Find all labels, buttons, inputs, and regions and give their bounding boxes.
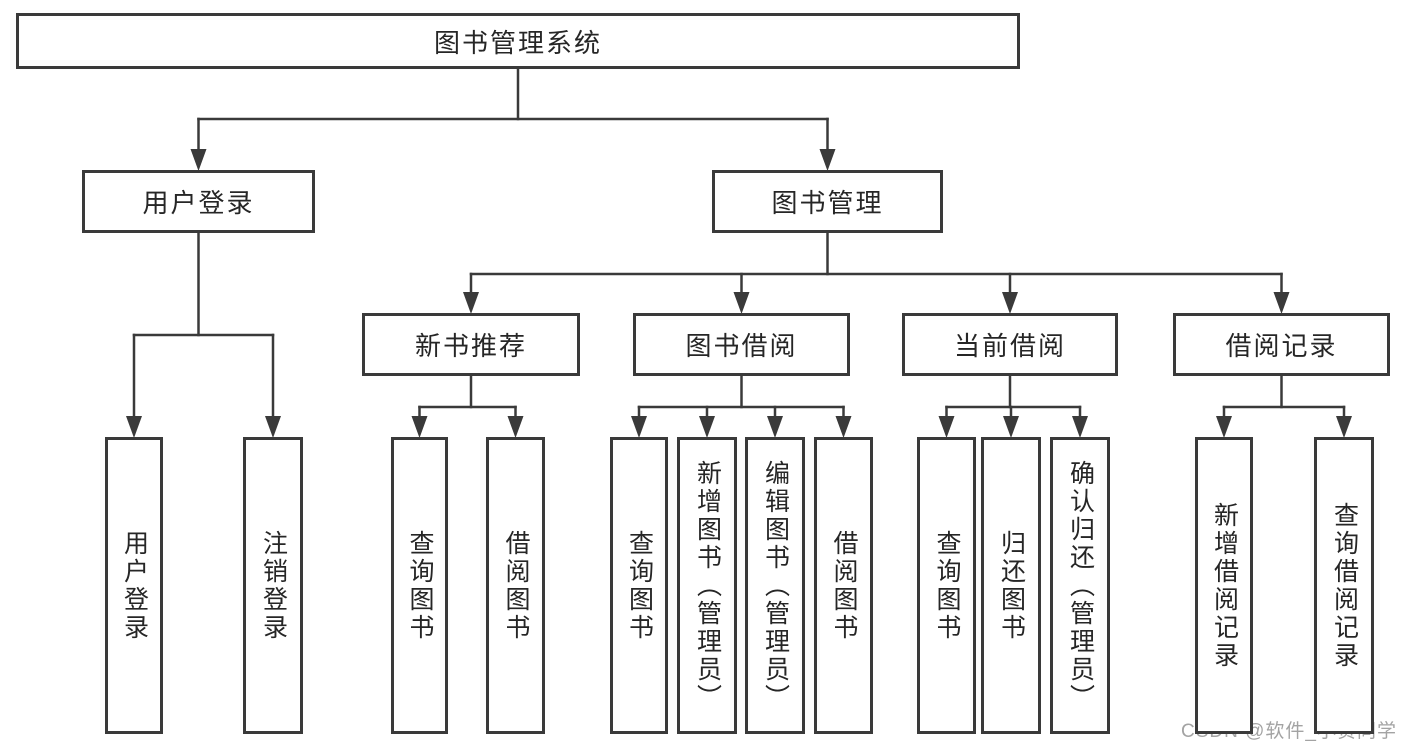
arrow-down-icon-new-book-rec [463, 292, 479, 314]
arrow-down-icon-rec-query-books [411, 416, 428, 438]
node-user-login: 用户登录 [82, 170, 315, 233]
arrow-down-icon-borrow-add-books-admin [699, 416, 715, 438]
node-cur-return-books: 归还图书 [981, 437, 1041, 734]
node-label-borrow-add-books-admin: 新增图书（管理员） [693, 459, 722, 712]
node-label-new-book-rec: 新书推荐 [414, 331, 527, 361]
node-label-user-login: 用户登录 [142, 188, 255, 218]
arrow-down-icon-borrow-query-books [631, 416, 647, 438]
node-label-book-borrow: 图书借阅 [685, 331, 798, 361]
arrow-down-icon-borrow-borrow-books [835, 416, 852, 438]
arrow-down-icon-current-borrow [1002, 292, 1018, 314]
node-label-login-leaf: 用户登录 [120, 529, 149, 642]
node-label-cur-query-books: 查询图书 [933, 529, 961, 642]
arrow-down-icon-borrow-record [1273, 292, 1290, 314]
node-label-cur-confirm-return-admin: 确认归还（管理员） [1066, 459, 1095, 712]
node-cur-query-books: 查询图书 [917, 437, 976, 734]
node-borrow-add-books-admin: 新增图书（管理员） [677, 437, 737, 734]
node-book-mgmt: 图书管理 [712, 170, 943, 233]
arrow-down-icon-logout-leaf [265, 416, 281, 438]
node-label-record-add: 新增借阅记录 [1210, 501, 1239, 670]
arrow-down-icon-rec-borrow-books [507, 416, 524, 438]
node-label-book-mgmt: 图书管理 [771, 188, 884, 218]
node-record-add: 新增借阅记录 [1195, 437, 1253, 734]
node-logout-leaf: 注销登录 [243, 437, 303, 734]
node-borrow-query-books: 查询图书 [610, 437, 668, 734]
arrow-down-icon-book-borrow [733, 292, 750, 314]
node-rec-query-books: 查询图书 [391, 437, 448, 734]
node-label-cur-return-books: 归还图书 [997, 529, 1026, 642]
node-new-book-rec: 新书推荐 [362, 313, 580, 376]
node-record-query: 查询借阅记录 [1314, 437, 1374, 734]
node-label-root: 图书管理系统 [433, 27, 602, 58]
node-root: 图书管理系统 [16, 13, 1020, 69]
node-label-record-query: 查询借阅记录 [1330, 501, 1359, 670]
arrow-down-icon-record-add [1216, 416, 1232, 438]
node-label-rec-query-books: 查询图书 [406, 529, 434, 642]
node-borrow-edit-books-admin: 编辑图书（管理员） [745, 437, 805, 734]
arrow-down-icon-book-mgmt [819, 149, 836, 171]
node-book-borrow: 图书借阅 [633, 313, 850, 376]
arrow-down-icon-borrow-edit-books-admin [767, 416, 783, 438]
node-label-borrow-query-books: 查询图书 [625, 529, 654, 642]
arrow-down-icon-cur-query-books [938, 416, 955, 438]
arrow-down-icon-record-query [1336, 416, 1352, 438]
arrow-down-icon-user-login [190, 149, 207, 171]
node-cur-confirm-return-admin: 确认归还（管理员） [1050, 437, 1110, 734]
arrow-down-icon-cur-return-books [1003, 416, 1019, 438]
arrow-down-icon-cur-confirm-return-admin [1072, 416, 1088, 438]
node-login-leaf: 用户登录 [105, 437, 163, 734]
node-label-logout-leaf: 注销登录 [259, 529, 288, 642]
node-label-rec-borrow-books: 借阅图书 [502, 529, 530, 642]
node-rec-borrow-books: 借阅图书 [486, 437, 545, 734]
arrow-down-icon-login-leaf [126, 416, 142, 438]
node-label-borrow-edit-books-admin: 编辑图书（管理员） [761, 459, 790, 712]
node-label-current-borrow: 当前借阅 [953, 331, 1066, 361]
node-current-borrow: 当前借阅 [902, 313, 1118, 376]
node-borrow-borrow-books: 借阅图书 [814, 437, 873, 734]
node-borrow-record: 借阅记录 [1173, 313, 1390, 376]
node-label-borrow-record: 借阅记录 [1225, 331, 1338, 361]
node-label-borrow-borrow-books: 借阅图书 [830, 529, 858, 642]
